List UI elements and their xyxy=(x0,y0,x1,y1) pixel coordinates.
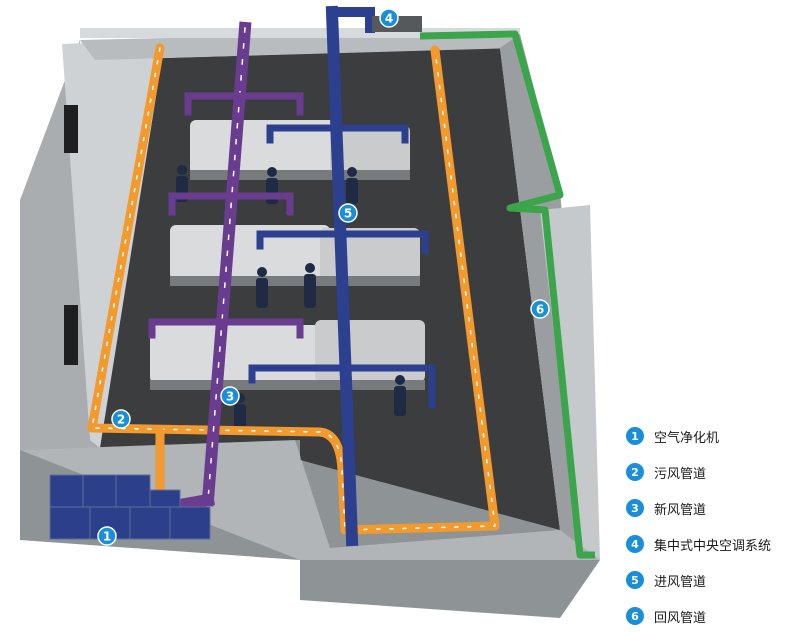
legend-label: 回风管道 xyxy=(654,610,707,626)
legend: 1 空气净化机 2 污风管道 3 新风管道 4 集中式中央空调系统 5 进风管道… xyxy=(626,418,796,634)
air-purifier-units xyxy=(49,474,211,540)
legend-number-badge: 1 xyxy=(626,427,644,445)
machine-row xyxy=(150,320,425,390)
badge-4-number: 4 xyxy=(385,12,393,26)
legend-label: 空气净化机 xyxy=(654,430,720,446)
return-air-duct xyxy=(419,30,595,559)
legend-number-badge: 6 xyxy=(626,607,644,625)
worker-figure xyxy=(256,267,268,308)
worker-figure xyxy=(394,375,406,416)
legend-item: 5 进风管道 xyxy=(626,562,796,598)
worker-figure xyxy=(304,263,316,308)
badge-1: 1 xyxy=(97,526,117,546)
legend-item: 6 回风管道 xyxy=(626,598,796,634)
workers xyxy=(176,165,406,434)
legend-item: 3 新风管道 xyxy=(626,490,796,526)
legend-label: 进风管道 xyxy=(654,574,707,590)
badge-2: 2 xyxy=(111,409,131,429)
legend-label: 新风管道 xyxy=(654,502,707,518)
badge-6: 6 xyxy=(530,299,550,319)
wall-vent xyxy=(64,305,78,365)
legend-number-badge: 2 xyxy=(626,463,644,481)
legend-number-badge: 5 xyxy=(626,571,644,589)
badge-6-number: 6 xyxy=(536,303,544,317)
legend-item: 4 集中式中央空调系统 xyxy=(626,526,796,562)
wall-vent xyxy=(64,105,78,153)
badge-2-number: 2 xyxy=(117,413,125,427)
legend-item: 1 空气净化机 xyxy=(626,418,796,454)
legend-item: 2 污风管道 xyxy=(626,454,796,490)
badge-3: 3 xyxy=(220,386,240,406)
back-wall-top xyxy=(80,28,520,38)
legend-label: 污风管道 xyxy=(654,466,707,482)
badge-5-number: 5 xyxy=(344,207,352,221)
legend-label: 集中式中央空调系统 xyxy=(654,538,772,554)
machine-row xyxy=(190,120,410,180)
badge-4: 4 xyxy=(379,8,399,28)
worker-figure xyxy=(346,167,358,204)
supply-air-duct xyxy=(248,5,436,547)
fresh-air-duct xyxy=(148,21,304,512)
production-machines xyxy=(150,120,425,390)
badge-1-number: 1 xyxy=(103,530,111,544)
front-wall-top xyxy=(20,440,600,560)
legend-number-badge: 4 xyxy=(626,535,644,553)
badge-5: 5 xyxy=(338,203,358,223)
legend-number-badge: 3 xyxy=(626,499,644,517)
badge-3-number: 3 xyxy=(226,390,234,404)
